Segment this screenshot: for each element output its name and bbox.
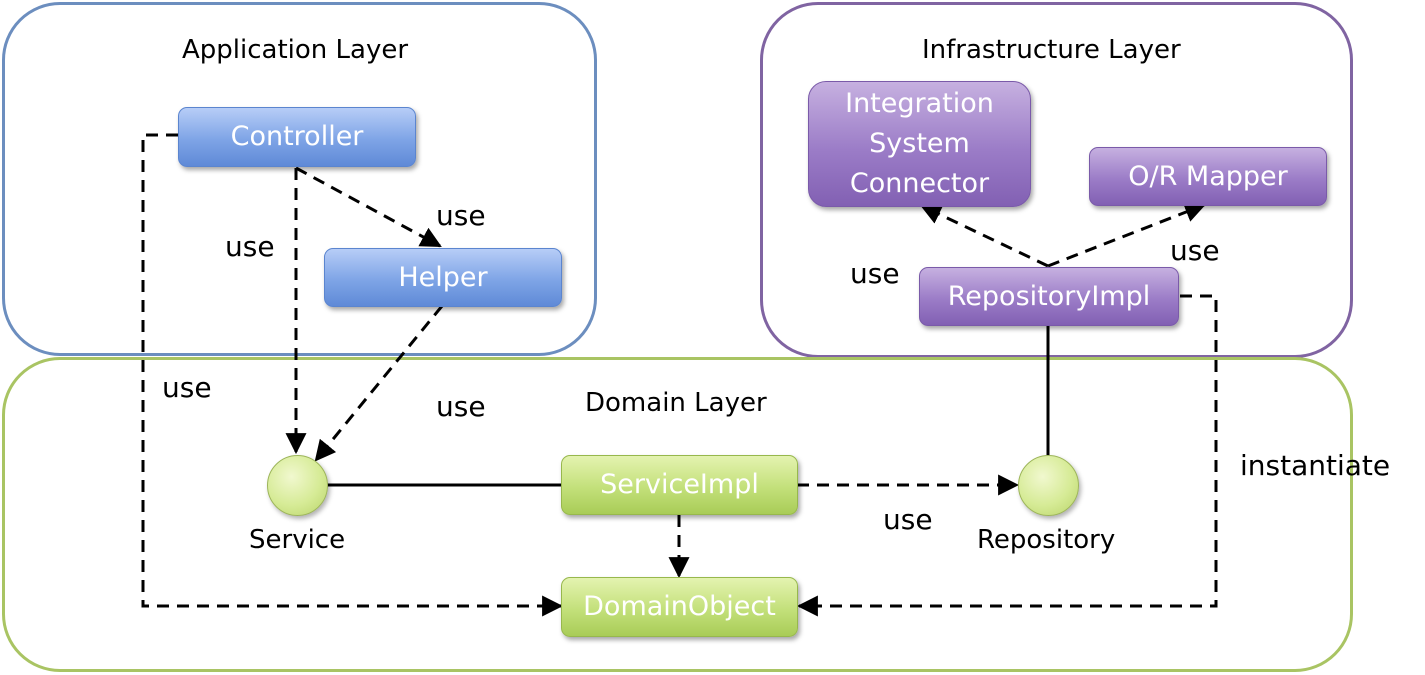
service-interface-icon[interactable] [267,455,328,516]
service-label: Service [249,525,346,555]
repository-label: Repository [977,525,1116,555]
repository-impl-node[interactable]: RepositoryImpl [919,267,1179,326]
edge-controller-helper [295,166,442,248]
or-mapper-node[interactable]: O/R Mapper [1089,147,1327,206]
edge-repoimpl-domainobject [796,294,1218,617]
integration-system-connector-node[interactable]: Integration System Connector [808,81,1031,207]
label-controller-domainobject: use [162,371,212,404]
infrastructure-layer-title: Infrastructure Layer [922,35,1181,65]
label-controller-helper: use [436,199,486,232]
edge-helper-service [314,305,444,462]
controller-node[interactable]: Controller [178,107,416,167]
helper-node[interactable]: Helper [324,248,562,307]
edge-repoimpl-mapper [1047,202,1206,268]
application-layer-title: Application Layer [182,35,409,65]
service-impl-node[interactable]: ServiceImpl [561,455,798,515]
label-repoimpl-mapper: use [1170,234,1220,267]
domain-layer [2,357,1353,672]
repository-interface-icon[interactable] [1018,455,1079,516]
label-controller-service: use [225,230,275,263]
label-helper-service: use [436,390,486,423]
edge-repoimpl-connector [920,204,1049,268]
label-serviceimpl-repository: use [883,503,933,536]
domain-object-node[interactable]: DomainObject [561,577,798,637]
application-layer [2,2,597,356]
label-repoimpl-connector: use [850,257,900,290]
edge-controller-domainobject [141,133,564,617]
label-repoimpl-domainobject: instantiate [1240,449,1391,482]
domain-layer-title: Domain Layer [585,388,767,418]
infrastructure-layer [760,2,1353,358]
